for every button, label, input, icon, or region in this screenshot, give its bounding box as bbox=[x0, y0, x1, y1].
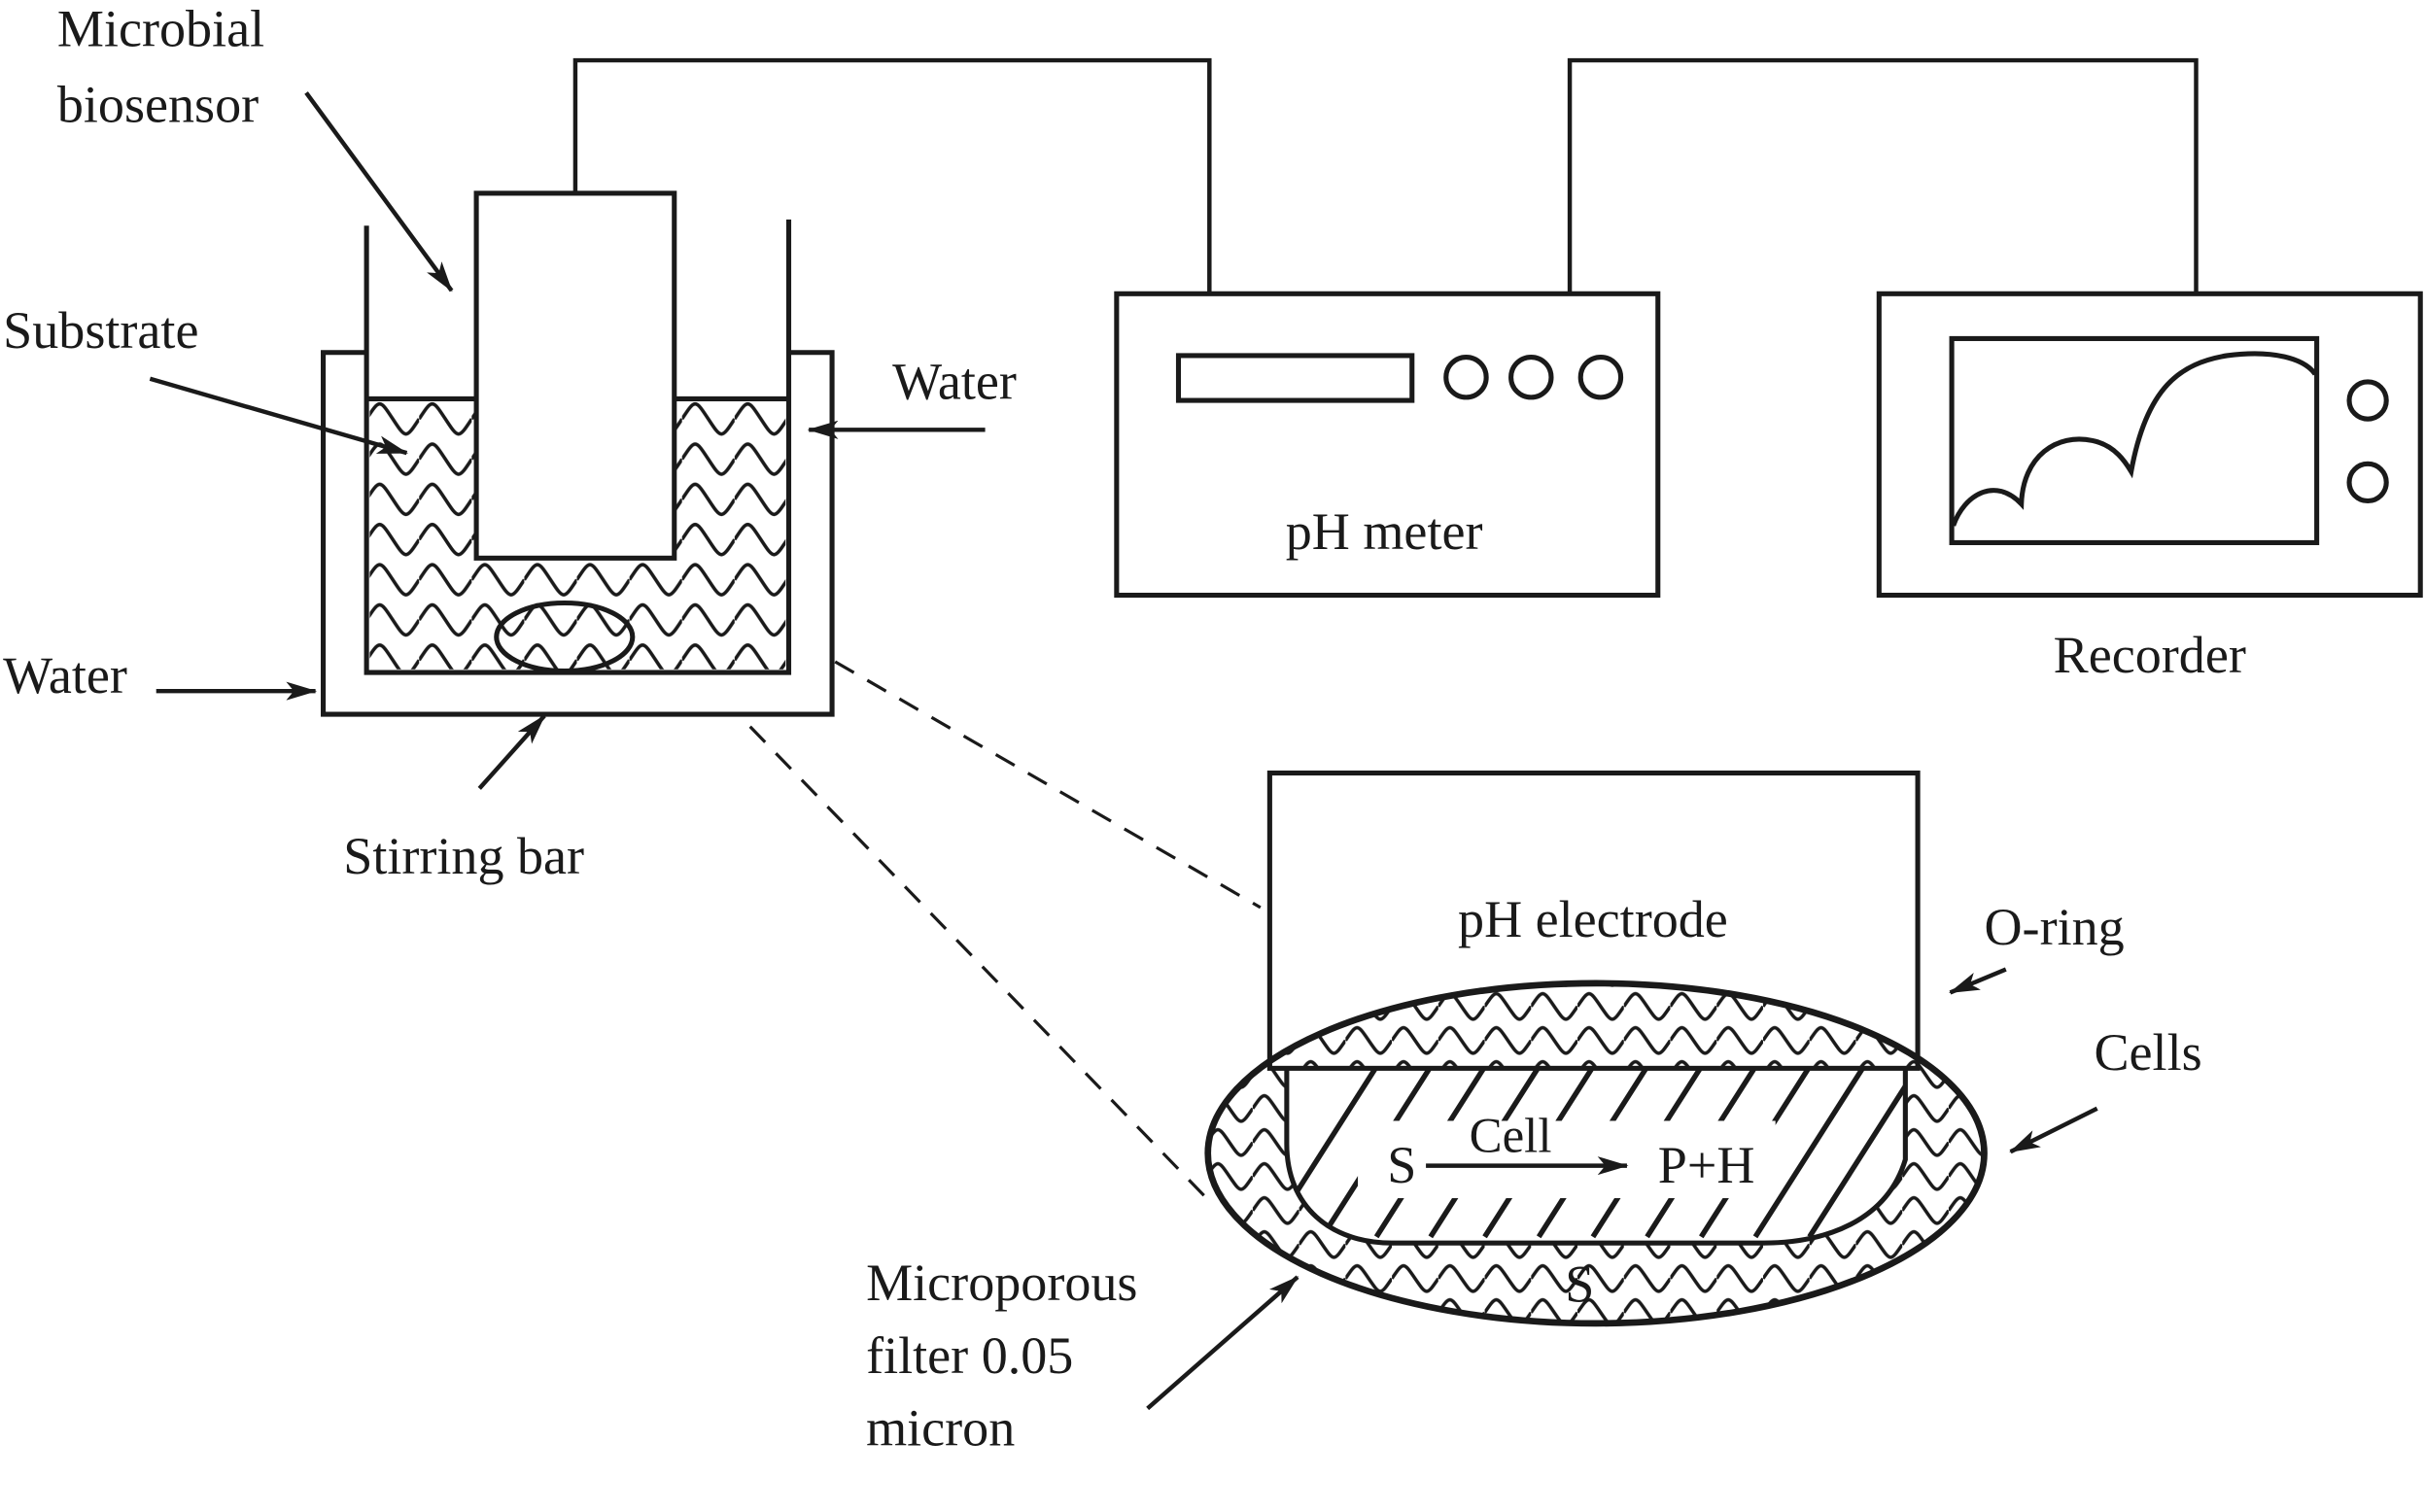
recorder-screen bbox=[1949, 335, 2320, 545]
ph-meter: pH meter bbox=[1114, 291, 1661, 599]
substrate-liquid bbox=[369, 401, 786, 670]
ph-meter-knob-3 bbox=[1577, 354, 1624, 400]
ph-electrode-detail: pH electrode S Cell P+H S bbox=[1204, 770, 1988, 1327]
recorder-button-1 bbox=[2346, 379, 2389, 422]
zoom-line-lower bbox=[748, 725, 1216, 1208]
stirring-bar bbox=[494, 600, 636, 674]
microporous-filter-hatch bbox=[1286, 1068, 1906, 1244]
microbial-biosensor-probe bbox=[473, 190, 677, 561]
recorder-body bbox=[1876, 291, 2423, 599]
ph-electrode-body bbox=[1266, 770, 1921, 1071]
microbial-biosensor-label-1: Microbial bbox=[57, 0, 264, 58]
water-label-left: Water bbox=[3, 646, 127, 704]
microporous-label-3: micron bbox=[866, 1399, 1015, 1458]
cells-arrow bbox=[2009, 1106, 2098, 1154]
microbial-biosensor-label-2: biosensor bbox=[57, 76, 259, 134]
recorder-button-2 bbox=[2346, 461, 2389, 504]
reaction-substrate: S bbox=[1387, 1136, 1416, 1194]
o-ring-label: O-ring bbox=[1985, 898, 2125, 956]
microporous-label-1: Microporous bbox=[866, 1254, 1137, 1312]
microporous-filter-outline bbox=[1284, 1068, 1908, 1246]
ph-electrode-label: pH electrode bbox=[1458, 890, 1728, 948]
water-jacket bbox=[321, 350, 835, 717]
reaction-vessel bbox=[321, 190, 835, 717]
substrate-label: Substrate bbox=[3, 301, 198, 360]
wire-sensor-to-ph-meter bbox=[572, 57, 1212, 294]
stirring-bar-label: Stirring bar bbox=[343, 827, 584, 885]
cells-label: Cells bbox=[2094, 1023, 2201, 1082]
filter-substrate: S bbox=[1565, 1255, 1594, 1314]
recorder: Recorder bbox=[1876, 291, 2423, 684]
ph-meter-body bbox=[1114, 291, 1661, 599]
wire-ph-meter-to-recorder bbox=[1567, 57, 2199, 294]
reaction-products: P+H bbox=[1658, 1136, 1755, 1194]
microbial-biosensor-arrow bbox=[304, 91, 454, 292]
recorder-label: Recorder bbox=[2054, 626, 2246, 684]
water-label-right: Water bbox=[892, 352, 1017, 410]
substrate-arrow bbox=[149, 376, 409, 456]
stirring-bar-arrow bbox=[477, 714, 546, 790]
ph-meter-display bbox=[1175, 353, 1415, 403]
microporous-label-2: filter 0.05 bbox=[866, 1326, 1073, 1385]
recorder-trace bbox=[1951, 351, 2318, 527]
ph-meter-label: pH meter bbox=[1286, 502, 1483, 561]
microporous-arrow bbox=[1146, 1275, 1299, 1411]
o-ring-outline bbox=[1204, 979, 1988, 1327]
reaction-catalyst: Cell bbox=[1470, 1109, 1552, 1163]
ph-meter-knob-1 bbox=[1443, 354, 1489, 400]
zoom-line-upper bbox=[834, 660, 1262, 910]
o-ring-arrow bbox=[1949, 967, 2007, 995]
ph-meter-knob-2 bbox=[1508, 354, 1554, 400]
